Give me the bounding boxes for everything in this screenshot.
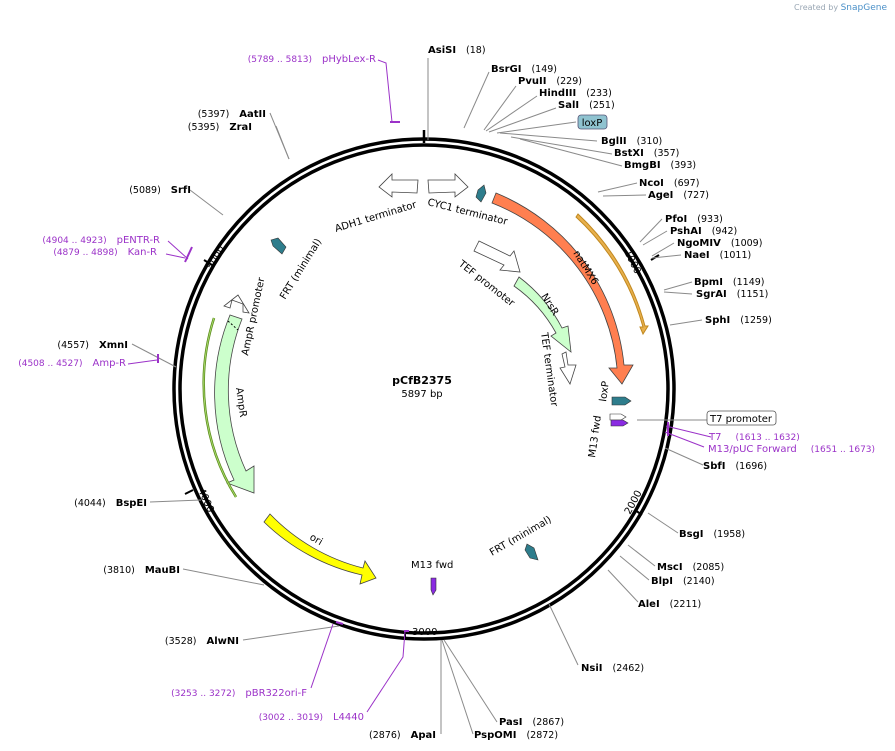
site-pspomi: PspOMI(2872) xyxy=(474,730,558,741)
site-sbfi: SbfI(1696) xyxy=(703,461,767,472)
feature-ampr-promoter xyxy=(223,294,250,314)
tick-label-4000: 4000 xyxy=(195,487,215,515)
site-bstxi: BstXI(357) xyxy=(614,148,679,159)
site-naei: NaeI(1011) xyxy=(684,250,751,261)
primer-l4440: (3002 .. 3019)L4440 xyxy=(259,712,364,723)
snapgene-logo: SnapGene xyxy=(840,3,887,13)
tick-4000 xyxy=(184,489,194,495)
boxed-loxp-label: loxP xyxy=(577,114,608,130)
tick-label-5000: 5000 xyxy=(205,244,227,272)
feature-m13-fwd-right xyxy=(610,419,629,427)
primer-leaders xyxy=(127,59,712,713)
site-pasi: PasI(2867) xyxy=(499,717,564,728)
orf-natmx6-outline xyxy=(575,213,649,336)
site-pvuii: PvuII(229) xyxy=(518,76,582,87)
site-alwni: (3528)AlwNI xyxy=(165,636,239,647)
site-agei: AgeI(727) xyxy=(648,190,709,201)
feature-ampr xyxy=(214,314,255,494)
feature-frt-minimal-left xyxy=(270,237,287,255)
primer-kan-r: (4879 .. 4898)Kan-R xyxy=(53,247,157,258)
primer-pbr322ori-f: (3253 .. 3272)pBR322ori-F xyxy=(171,688,307,699)
primer-t7: T7(1613 .. 1632) xyxy=(708,432,800,443)
feature-natmx6 xyxy=(491,192,634,385)
site-nsii: NsiI(2462) xyxy=(581,663,644,674)
label-ampr-promoter: AmpR promoter xyxy=(240,276,267,357)
site-blpi: BlpI(2140) xyxy=(651,576,715,587)
plasmid-name: pCfB2375 xyxy=(392,374,452,387)
tick-2000 xyxy=(634,509,643,516)
site-bspei: (4044)BspEI xyxy=(74,498,147,509)
site-bmgbi: BmgBI(393) xyxy=(624,160,696,171)
svg-text:T7 promoter: T7 promoter xyxy=(709,414,773,425)
primers: (5789 .. 5813)pHybLex-R (4904 .. 4923)pE… xyxy=(18,54,875,723)
site-pfoi: PfoI(933) xyxy=(665,214,723,225)
site-bglii: BglII(310) xyxy=(601,136,662,147)
feature-nrsr xyxy=(513,276,572,353)
feature-ori xyxy=(263,513,377,585)
feature-frt-minimal-bottom xyxy=(524,543,539,561)
feature-loxp-top xyxy=(475,184,487,203)
site-aatii: (5397)AatII xyxy=(198,109,266,120)
label-ampr: AmpR xyxy=(233,387,248,418)
plasmid-size: 5897 bp xyxy=(401,389,442,400)
site-msci: MscI(2085) xyxy=(657,562,724,573)
site-alei: AleI(2211) xyxy=(638,599,701,610)
primer-pentr-r: (4904 .. 4923)pENTR-R xyxy=(42,235,160,246)
site-maubi: (3810)MauBI xyxy=(103,565,180,576)
site-bsgi: BsgI(1958) xyxy=(679,529,745,540)
site-bsrgi: BsrGI(149) xyxy=(491,64,557,75)
backbone-inner xyxy=(178,143,670,635)
site-sphi: SphI(1259) xyxy=(705,315,772,326)
site-xmni: (4557)XmnI xyxy=(57,340,128,351)
site-apai: (2876)ApaI xyxy=(369,730,436,741)
site-hindiii: HindIII(233) xyxy=(539,88,612,99)
site-bpmi: BpmI(1149) xyxy=(694,277,765,288)
tick-label-3000: 3000 xyxy=(412,627,437,638)
svg-text:loxP: loxP xyxy=(582,118,603,129)
feature-loxp-right xyxy=(611,396,632,406)
site-sgrai: SgrAI(1151) xyxy=(696,289,768,300)
site-asisi: AsiSI(18) xyxy=(428,45,486,56)
label-tef-terminator: TEF terminator xyxy=(538,331,560,408)
feature-tef-terminator xyxy=(559,351,577,385)
label-frt-minimal-bottom: FRT (minimal) xyxy=(488,514,554,558)
restriction-sites: AsiSI(18) BsrGI(149) PvuII(229) HindIII(… xyxy=(57,45,771,741)
feature-cyc1-terminator xyxy=(427,173,469,198)
site-zrai: (5395)ZraI xyxy=(188,122,252,133)
feature-t7-promoter xyxy=(609,413,627,421)
label-m13-fwd-bottom: M13 fwd xyxy=(411,560,453,571)
label-adh1-terminator: ADH1 terminator xyxy=(334,199,419,235)
tick-5000 xyxy=(203,259,213,266)
feature-tef-promoter xyxy=(473,240,521,273)
feature-m13-fwd-bottom xyxy=(430,577,437,596)
snapgene-credit: Created by SnapGene xyxy=(794,3,887,13)
feature-adh1-terminator xyxy=(378,173,419,198)
primer-amp-r: (4508 .. 4527)Amp-R xyxy=(18,358,126,369)
site-srfi: (5089)SrfI xyxy=(129,185,191,196)
primer-m13-puc-forward: M13/pUC Forward(1651 .. 1673) xyxy=(708,444,875,455)
site-ncoi: NcoI(697) xyxy=(639,178,699,189)
label-natmx6: natMX6 xyxy=(570,249,600,287)
label-m13-fwd-right: M13 fwd xyxy=(587,415,604,459)
boxed-t7-promoter-label: T7 promoter xyxy=(706,410,777,426)
site-leaders xyxy=(131,58,708,735)
primer-phyblex-r: (5789 .. 5813)pHybLex-R xyxy=(248,54,376,65)
site-sali: SalI(251) xyxy=(558,100,615,111)
site-pshai: PshAI(942) xyxy=(670,226,737,237)
label-loxp-right: loxP xyxy=(598,381,612,403)
site-ngomiv: NgoMIV(1009) xyxy=(677,238,762,249)
